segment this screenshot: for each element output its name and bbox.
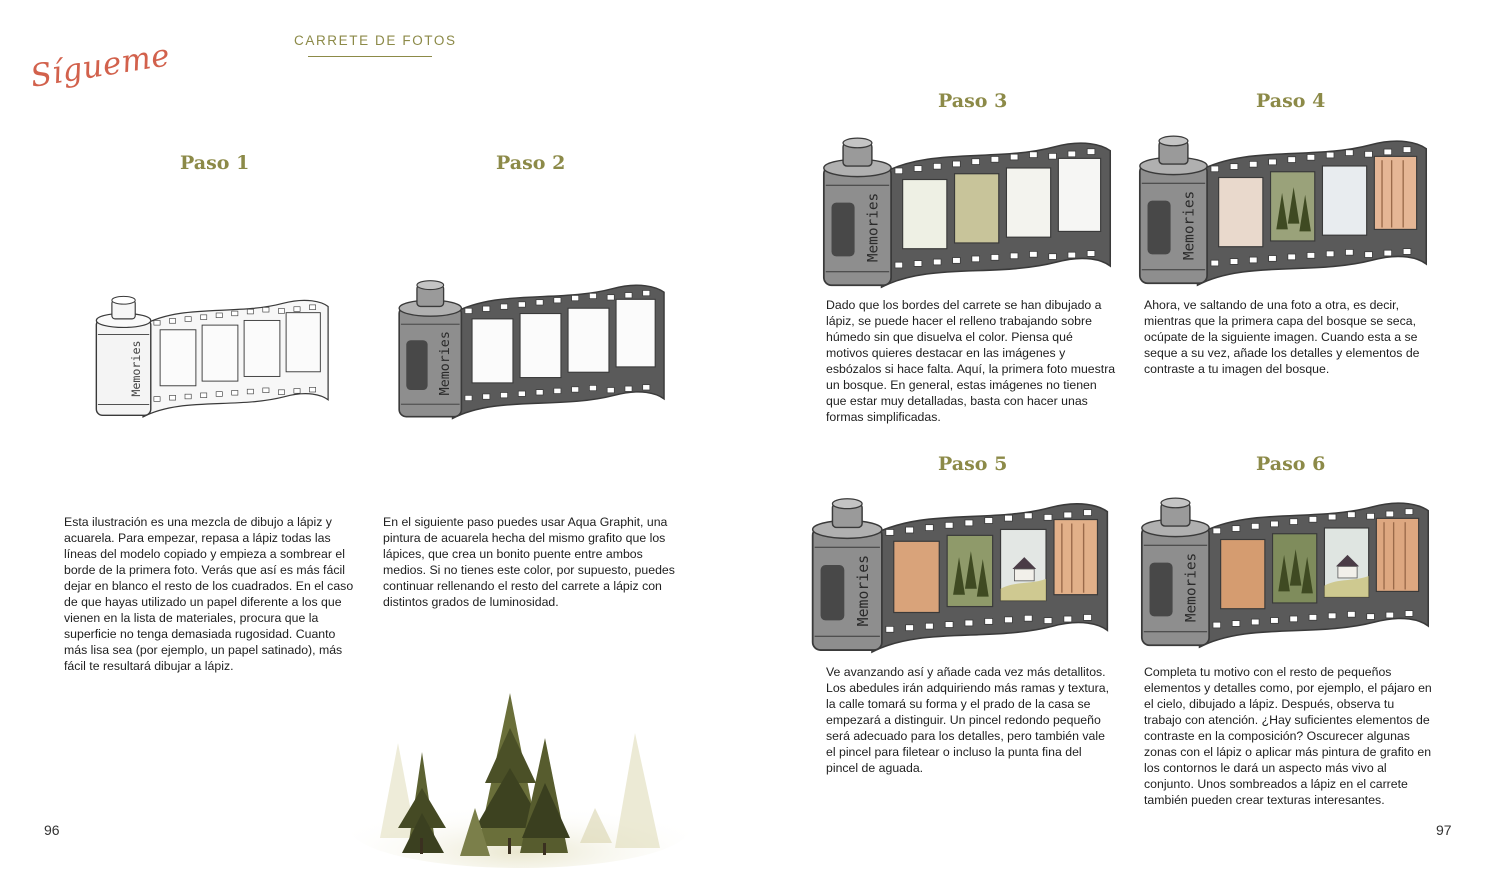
film-roll-illustration-step-2: Memories (398, 280, 665, 420)
brand-logo: Sígueme (28, 37, 173, 95)
step-2-title: Paso 2 (496, 152, 566, 174)
step-6-text: Completa tu motivo con el resto de peque… (1144, 665, 1432, 807)
svg-text:Memories: Memories (855, 555, 872, 626)
step-6-title: Paso 6 (1256, 453, 1326, 475)
film-roll-illustration-step-5: Memories (811, 498, 1109, 654)
svg-text:Memories: Memories (438, 331, 453, 395)
film-roll-illustration-step-3: Memories (822, 137, 1112, 289)
svg-text:Memories: Memories (1182, 191, 1198, 260)
film-roll-illustration-step-6: Memories (1140, 497, 1430, 649)
step-1-text: Esta ilustración es una mezcla de dibujo… (64, 515, 354, 673)
running-title: CARRETE DE FOTOS (294, 33, 457, 48)
step-5-title: Paso 5 (938, 453, 1008, 475)
svg-text:Memories: Memories (129, 341, 143, 397)
watercolor-pine-trees (350, 693, 690, 868)
page-number-right: 97 (1436, 822, 1452, 838)
title-rule (308, 56, 432, 57)
film-roll-illustration-step-4: Memories (1138, 135, 1428, 287)
step-4-text: Ahora, ve saltando de una foto a otra, e… (1144, 298, 1420, 376)
step-1-title: Paso 1 (180, 152, 250, 174)
step-4-title: Paso 4 (1256, 90, 1326, 112)
step-5-text: Ve avanzando así y añade cada vez más de… (826, 665, 1109, 775)
film-roll-illustration-step-1: Memories (95, 295, 329, 418)
step-3-title: Paso 3 (938, 90, 1008, 112)
svg-text:Memories: Memories (1184, 553, 1200, 622)
svg-text:Memories: Memories (866, 193, 882, 262)
page-number-left: 96 (44, 822, 60, 838)
step-3-text: Dado que los bordes del carrete se han d… (826, 298, 1116, 424)
step-2-text: En el siguiente paso puedes usar Aqua Gr… (383, 515, 675, 609)
